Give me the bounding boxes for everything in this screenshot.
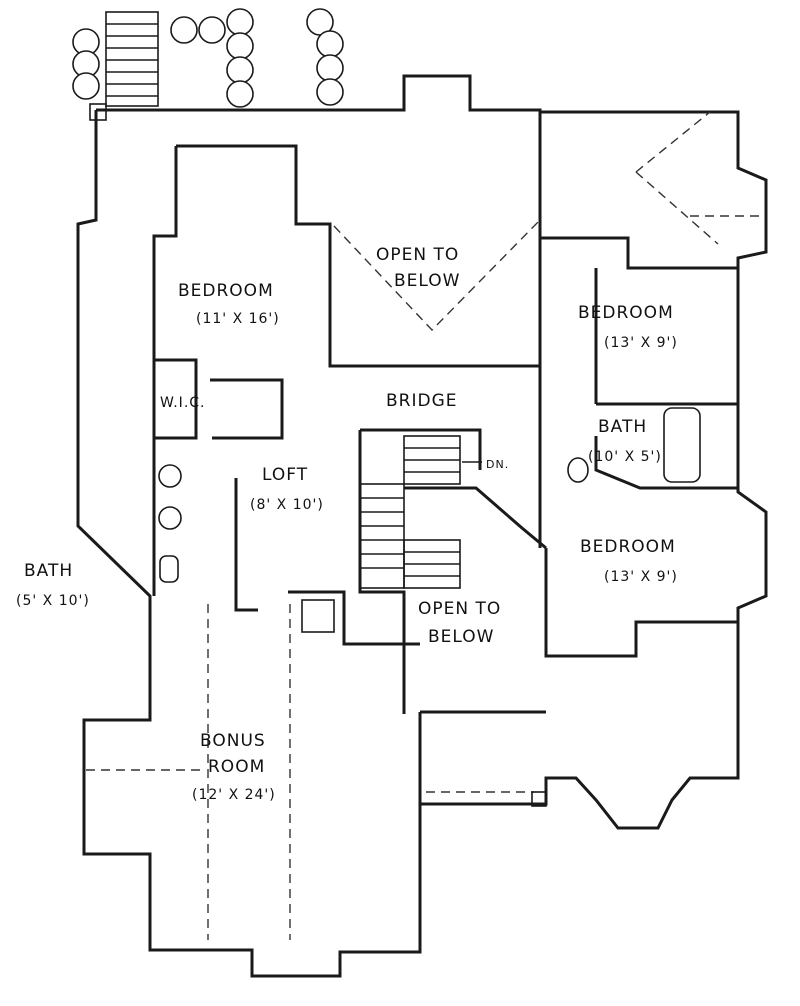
bedroom-ne-size: (13' X 9') [604, 335, 678, 351]
loft-size: (8' X 10') [250, 497, 324, 513]
landscape-shrubs [72, 8, 344, 108]
bath-east-name: BATH [598, 417, 648, 437]
bath-west-name: BATH [24, 561, 74, 581]
bedroom-e-name: BEDROOM [580, 537, 676, 557]
bonus-line2: ROOM [208, 757, 266, 777]
bedroom-nw-name: BEDROOM [178, 281, 274, 301]
bath-fixtures [158, 407, 701, 807]
bedroom-nw-size: (11' X 16') [196, 311, 280, 327]
bonus-room-markers [86, 604, 291, 940]
interior-walls [152, 110, 738, 714]
bedroom-e-size: (13' X 9') [604, 569, 678, 585]
bedroom-ne-name: BEDROOM [578, 303, 674, 323]
exterior-walls [76, 74, 768, 978]
bridge-label: BRIDGE [386, 391, 458, 411]
bath-east-size: (10' X 5') [588, 449, 662, 465]
wic-label: W.I.C. [160, 395, 206, 411]
open-mid-line2: BELOW [428, 627, 495, 647]
loft-name: LOFT [262, 465, 309, 485]
bonus-size: (12' X 24') [192, 787, 276, 803]
bath-west-size: (5' X 10') [16, 593, 90, 609]
interior-stairs [359, 435, 482, 589]
open-to-below-markers [333, 111, 764, 332]
open-mid-line1: OPEN TO [418, 599, 502, 619]
deck-stairs [89, 11, 159, 121]
open-top-line2: BELOW [394, 271, 461, 291]
stair-down-label: DN. [486, 458, 510, 471]
bonus-line1: BONUS [200, 731, 266, 751]
open-top-line1: OPEN TO [376, 245, 460, 265]
